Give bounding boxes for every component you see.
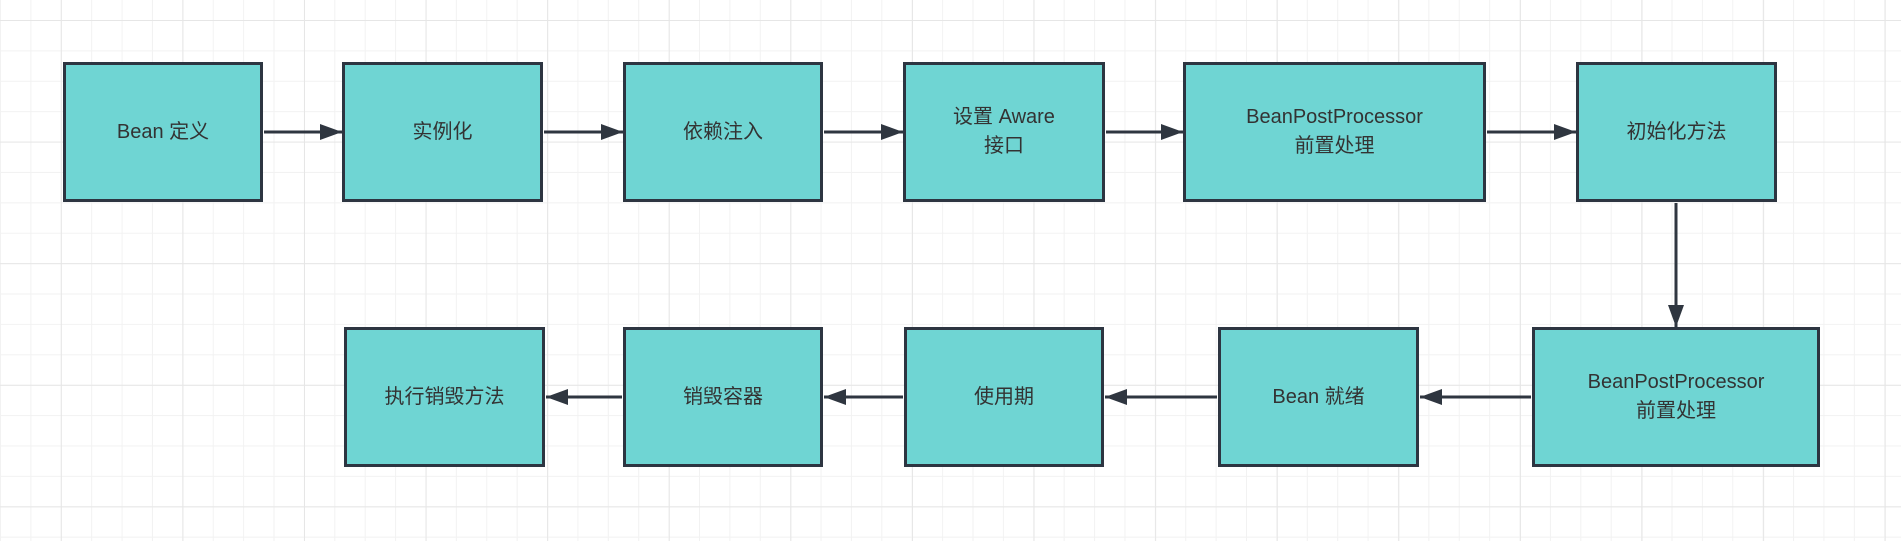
node-instantiation[interactable]: 实例化 (342, 62, 543, 202)
node-aware-interface[interactable]: 设置 Aware 接口 (903, 62, 1105, 202)
node-bean-post-processor-pre-2[interactable]: BeanPostProcessor 前置处理 (1532, 327, 1820, 467)
node-bean-post-processor-pre-1-label: BeanPostProcessor 前置处理 (1246, 106, 1423, 157)
node-execute-destroy-method-label: 执行销毁方法 (384, 385, 505, 408)
node-dependency-injection[interactable]: 依赖注入 (623, 62, 823, 202)
node-usage-period[interactable]: 使用期 (904, 327, 1104, 467)
node-destroy-container-label: 销毁容器 (683, 385, 763, 408)
node-init-method[interactable]: 初始化方法 (1576, 62, 1777, 202)
node-dependency-injection-label: 依赖注入 (683, 120, 763, 143)
node-instantiation-label: 实例化 (412, 120, 473, 143)
node-execute-destroy-method[interactable]: 执行销毁方法 (344, 327, 545, 467)
node-init-method-label: 初始化方法 (1626, 120, 1727, 143)
node-bean-definition-label: Bean 定义 (116, 120, 210, 143)
node-bean-ready[interactable]: Bean 就绪 (1218, 327, 1419, 467)
node-aware-interface-label: 设置 Aware 接口 (953, 106, 1055, 157)
node-bean-post-processor-pre-2-label: BeanPostProcessor 前置处理 (1587, 371, 1765, 422)
node-bean-post-processor-pre-1[interactable]: BeanPostProcessor 前置处理 (1183, 62, 1486, 202)
node-bean-ready-label: Bean 就绪 (1272, 385, 1365, 408)
node-destroy-container[interactable]: 销毁容器 (623, 327, 823, 467)
node-bean-definition[interactable]: Bean 定义 (63, 62, 263, 202)
node-usage-period-label: 使用期 (974, 385, 1034, 408)
